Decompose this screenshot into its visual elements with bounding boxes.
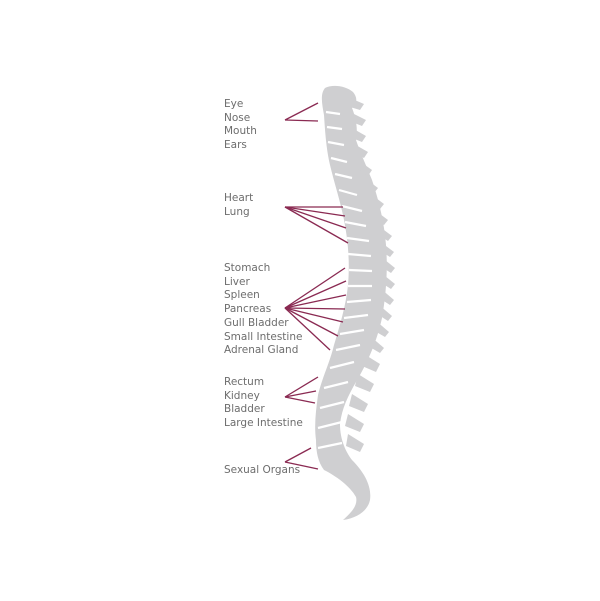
spine-icon [315, 85, 395, 521]
organ-label-heart: Heart [224, 192, 254, 204]
organ-label-stomach: Stomach [224, 262, 271, 274]
connector-abdomen [284, 267, 347, 351]
organ-label-lung: Lung [224, 205, 250, 218]
organ-label-liver: Liver [224, 275, 250, 288]
connector-chest [284, 206, 349, 244]
connector-reproductive [284, 447, 319, 470]
organ-label-large-intestine: Large Intestine [224, 417, 303, 430]
organ-label-small-intestine: Small Intestine [224, 330, 303, 343]
organ-label-gall-bladder: Gull Bladder [224, 316, 289, 329]
connector-lines [284, 102, 349, 470]
label-group-head: Eye Nose Mouth Ears [224, 98, 257, 153]
organ-label-ears: Ears [224, 139, 247, 152]
connector-pelvis [284, 376, 319, 404]
organ-label-pancreas: Pancreas [224, 303, 272, 316]
organ-label-rectum: Rectum [224, 376, 265, 388]
label-group-reproductive: Sexual Organs [224, 464, 300, 478]
organ-label-spleen: Spleen [224, 289, 260, 302]
connector-head [284, 102, 319, 122]
vertebra-gaps [317, 110, 373, 450]
label-group-pelvis: Rectum Kidney Bladder Large Intestine [224, 376, 303, 431]
organ-label-kidney: Kidney [224, 389, 260, 402]
organ-label-mouth: Mouth [224, 125, 257, 138]
organ-label-nose: Nose [224, 111, 251, 124]
organ-label-adrenal-gland: Adrenal Gland [224, 344, 299, 357]
label-group-chest: Heart Lung [224, 192, 253, 219]
organ-label-sexual-organs: Sexual Organs [224, 464, 301, 476]
organ-label-bladder: Bladder [224, 403, 265, 416]
organ-label-eye: Eye [224, 98, 244, 110]
label-group-abdomen: Stomach Liver Spleen Pancreas Gull Bladd… [224, 262, 302, 358]
